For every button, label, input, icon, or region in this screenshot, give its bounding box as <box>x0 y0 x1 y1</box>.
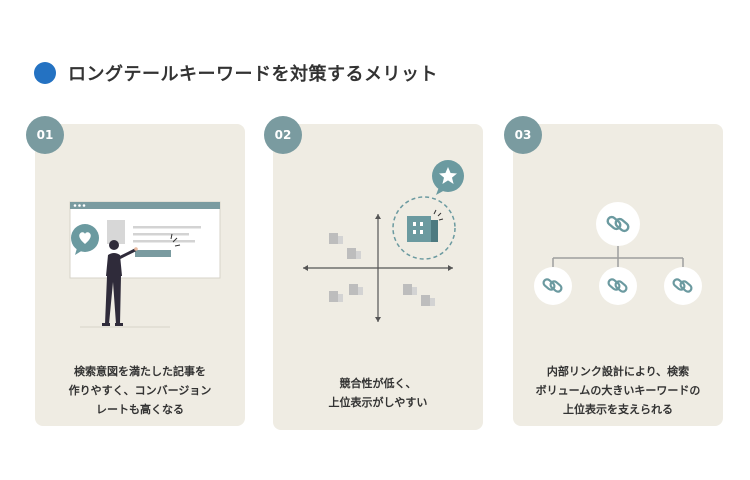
section-header: ロングテールキーワードを対策するメリット <box>34 60 438 86</box>
benefit-description: 検索意図を満たした記事を 作りやすく、コンバージョン レートも高くなる <box>35 362 245 419</box>
link-icon <box>664 267 702 305</box>
card-number-badge: 02 <box>264 116 302 154</box>
benefit-card-2: 競合性が低く、 上位表示がしやすい <box>273 124 483 430</box>
description-line: 作りやすく、コンバージョン <box>68 384 212 397</box>
link-icon <box>534 267 572 305</box>
heart-bubble-icon <box>71 224 99 255</box>
description-line: レートも高くなる <box>96 403 184 416</box>
description-line: 検索意図を満たした記事を <box>74 365 206 378</box>
description-line: ボリュームの大きいキーワードの <box>535 384 701 397</box>
description-line: 上位表示がしやすい <box>328 396 428 409</box>
title-bullet-dot <box>34 62 56 84</box>
competitor-building-icon <box>329 233 435 306</box>
card-number-badge: 01 <box>26 116 64 154</box>
link-icon <box>599 267 637 305</box>
description-line: 上位表示を支えられる <box>563 403 673 416</box>
description-line: 内部リンク設計により、検索 <box>546 365 690 378</box>
internal-link-illustration <box>534 202 702 305</box>
benefit-description: 競合性が低く、 上位表示がしやすい <box>273 374 483 412</box>
benefit-description: 内部リンク設計により、検索 ボリュームの大きいキーワードの 上位表示を支えられる <box>513 362 723 419</box>
page-title: ロングテールキーワードを対策するメリット <box>68 64 438 85</box>
benefit-card-1: 検索意図を満たした記事を 作りやすく、コンバージョン レートも高くなる <box>35 124 245 426</box>
building-icon <box>407 209 444 242</box>
link-tree-icon <box>552 244 684 270</box>
description-line: 競合性が低く、 <box>339 377 417 390</box>
competition-map-illustration <box>303 160 464 322</box>
star-bubble-icon <box>432 160 464 195</box>
card-number-badge: 03 <box>504 116 542 154</box>
link-icon <box>596 202 640 246</box>
person-pointing-icon <box>80 240 170 328</box>
conversion-illustration <box>69 201 221 328</box>
benefit-card-3: 内部リンク設計により、検索 ボリュームの大きいキーワードの 上位表示を支えられる <box>513 124 723 426</box>
positioning-map-icon <box>303 214 453 322</box>
